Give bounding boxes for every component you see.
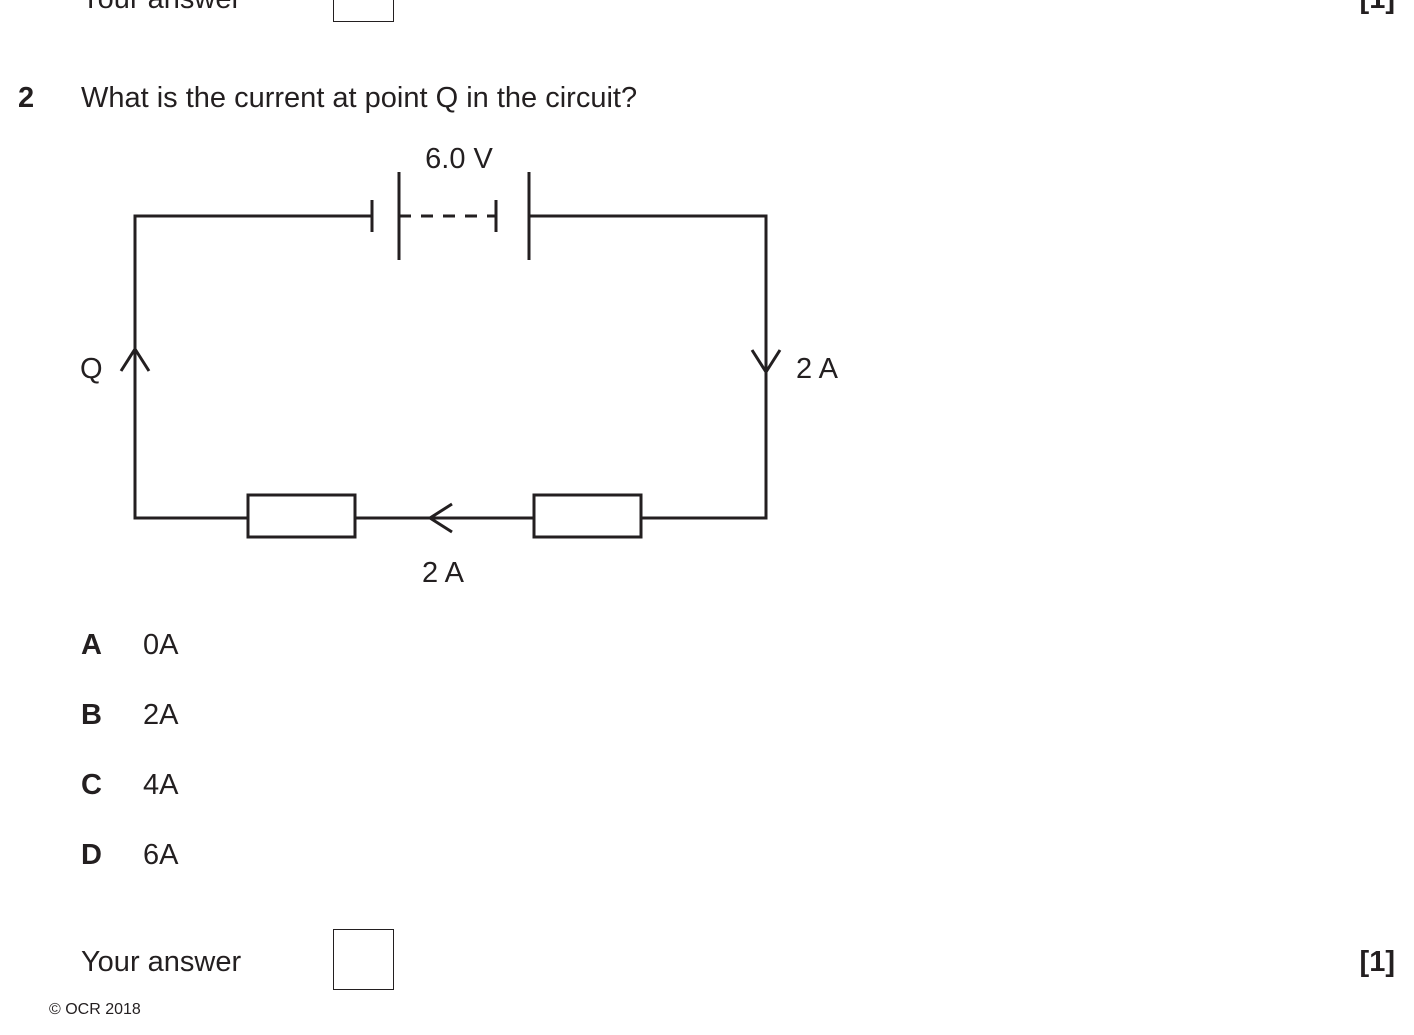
arrow-down-icon xyxy=(750,349,782,375)
option-b-value: 2A xyxy=(143,699,179,731)
option-d-value: 6A xyxy=(143,839,179,871)
question-number: 2 xyxy=(18,82,35,114)
answer-box[interactable] xyxy=(333,929,394,990)
question-text: What is the current at point Q in the ci… xyxy=(81,82,638,114)
battery-icon xyxy=(370,172,531,260)
right-current-label: 2 A xyxy=(796,353,839,385)
option-a-value: 0A xyxy=(143,629,179,661)
option-b-letter: B xyxy=(81,699,102,731)
answer-label: Your answer xyxy=(81,946,242,978)
bottom-current-label: 2 A xyxy=(422,557,465,589)
option-d-letter: D xyxy=(81,839,102,871)
resistor-right xyxy=(532,493,643,539)
copyright: © OCR 2018 xyxy=(49,1001,141,1018)
voltage-label: 6.0 V xyxy=(425,143,493,175)
marks-label: [1] xyxy=(1359,946,1395,978)
previous-marks: [1] xyxy=(1360,0,1395,16)
previous-answer-label: Your answer xyxy=(81,0,241,16)
arrow-up-icon xyxy=(119,346,151,372)
point-q-label: Q xyxy=(80,353,103,385)
option-c-letter: C xyxy=(81,769,102,801)
arrow-left-icon xyxy=(427,502,453,534)
option-c-value: 4A xyxy=(143,769,179,801)
resistor-left xyxy=(246,493,357,539)
previous-answer-box[interactable] xyxy=(333,0,394,22)
option-a-letter: A xyxy=(81,629,102,661)
